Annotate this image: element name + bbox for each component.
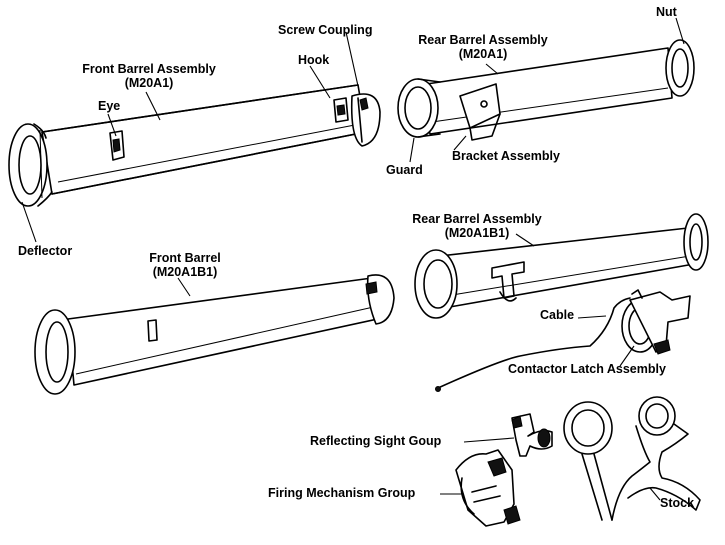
label-rear-barrel-m20a1b1-line2: (M20A1B1) xyxy=(444,226,510,240)
label-nut: Nut xyxy=(656,5,677,19)
label-firing-mechanism-group: Firing Mechanism Group xyxy=(268,486,416,500)
label-rear-barrel-m20a1b1-line1: Rear Barrel Assembly xyxy=(412,212,542,226)
label-front-barrel-m20a1b1: Front Barrel (M20A1B1) xyxy=(120,251,250,279)
label-stock: Stock xyxy=(660,496,695,510)
label-front-barrel-m20a1-line1: Front Barrel Assembly xyxy=(82,62,216,76)
label-front-barrel-m20a1b1-line2: (M20A1B1) xyxy=(152,265,218,279)
rear-barrel-m20a1b1 xyxy=(414,213,709,319)
firing-mechanism xyxy=(455,449,521,527)
label-cable: Cable xyxy=(540,308,575,322)
label-rear-barrel-m20a1-line1: Rear Barrel Assembly xyxy=(418,33,548,47)
label-screw-coupling: Screw Coupling xyxy=(278,23,373,37)
label-deflector: Deflector xyxy=(18,244,73,258)
front-barrel-m20a1 xyxy=(8,84,381,207)
reflecting-sight xyxy=(511,413,553,457)
label-rear-barrel-m20a1: Rear Barrel Assembly (M20A1) xyxy=(398,33,568,61)
label-bracket-assembly: Bracket Assembly xyxy=(452,149,560,163)
leader-lines xyxy=(21,17,685,501)
front-barrel-m20a1b1 xyxy=(34,274,395,395)
cable-contactor-latch xyxy=(435,289,691,392)
rear-barrel-m20a1 xyxy=(397,39,695,141)
stock xyxy=(563,396,701,521)
label-rear-barrel-m20a1b1: Rear Barrel Assembly (M20A1B1) xyxy=(392,212,562,240)
label-front-barrel-m20a1: Front Barrel Assembly (M20A1) xyxy=(64,62,234,90)
label-guard: Guard xyxy=(386,163,423,177)
label-hook: Hook xyxy=(298,53,330,67)
label-front-barrel-m20a1-line2: (M20A1) xyxy=(124,76,174,90)
label-contactor-latch-assembly: Contactor Latch Assembly xyxy=(508,362,666,376)
label-front-barrel-m20a1b1-line1: Front Barrel xyxy=(149,251,221,265)
label-eye: Eye xyxy=(98,99,121,113)
label-reflecting-sight-group: Reflecting Sight Goup xyxy=(310,434,442,448)
label-rear-barrel-m20a1-line2: (M20A1) xyxy=(458,47,508,61)
